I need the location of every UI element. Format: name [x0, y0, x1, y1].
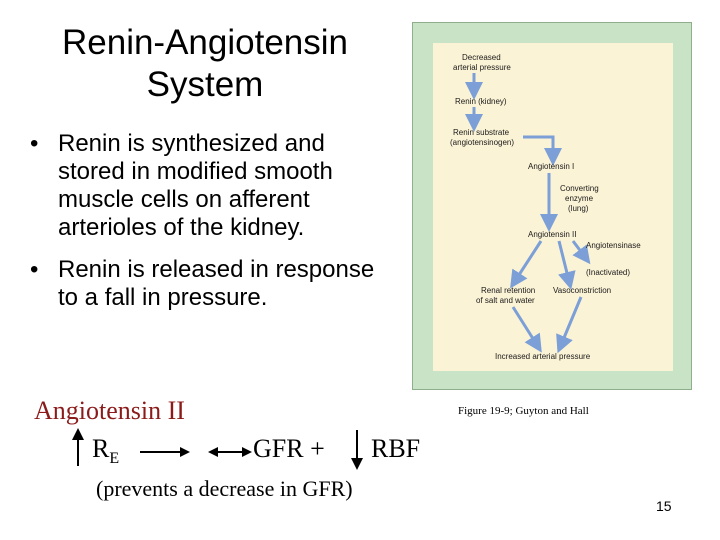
up-arrow-head-icon: [72, 428, 84, 440]
re-term: RE: [92, 434, 119, 468]
re-main: R: [92, 434, 110, 463]
double-arrow-left-head-icon: [208, 447, 218, 457]
gfr-note: (prevents a decrease in GFR): [96, 476, 353, 501]
bullet-text: Renin is synthesized and stored in modif…: [58, 130, 333, 241]
rbf-term: RBF: [371, 434, 421, 463]
node-increased-pressure: Increased arterial pressure: [495, 352, 591, 361]
figure-frame: Decreased arterial pressure Renin (kidne…: [412, 22, 692, 390]
node-converting-line1: Converting: [560, 184, 599, 193]
node-substrate-line1: Renin substrate: [453, 128, 510, 137]
node-converting-line2: enzyme: [565, 194, 594, 203]
flow-arrow-7: [557, 240, 576, 290]
down-arrow-head-icon: [351, 458, 363, 470]
node-inactivated: (Inactivated): [586, 268, 630, 277]
node-decreased-line2: arterial pressure: [453, 63, 511, 72]
flow-diagram: Decreased arterial pressure Renin (kidne…: [450, 53, 641, 361]
node-renal-line1: Renal retention: [481, 286, 535, 295]
node-decreased-line1: Decreased: [462, 53, 501, 62]
node-vasoconstriction: Vasoconstriction: [553, 286, 611, 295]
flow-arrow-8: [511, 306, 542, 353]
flow-arrow-6: [510, 240, 543, 289]
node-angiotensinase: Angiotensinase: [586, 241, 641, 250]
double-arrow-right-head-icon: [242, 447, 252, 457]
node-angiotensin-i: Angiotensin I: [528, 162, 574, 171]
node-substrate-line2: (angiotensinogen): [450, 138, 514, 147]
re-sub: E: [109, 450, 120, 468]
gfr-term: GFR +: [253, 434, 325, 463]
figure-caption: Figure 19-9; Guyton and Hall: [458, 405, 589, 417]
slide-title: Renin-Angiotensin System: [61, 23, 348, 104]
flow-arrow-5: [571, 240, 591, 265]
bullet-item: • Renin is released in response to a fal…: [30, 256, 390, 312]
page-number: 15: [656, 498, 672, 514]
node-renin: Renin (kidney): [455, 97, 507, 106]
bullet-text: Renin is released in response to a fall …: [58, 256, 375, 311]
bullet-dot: •: [30, 256, 39, 283]
bullet-list: • Renin is synthesized and stored in mod…: [30, 130, 390, 326]
bullet-dot: •: [30, 130, 39, 157]
node-angiotensin-ii: Angiotensin II: [528, 230, 576, 239]
right-arrow-head-icon: [180, 447, 190, 457]
node-renal-line2: of salt and water: [476, 296, 535, 305]
bullet-item: • Renin is synthesized and stored in mod…: [30, 130, 390, 242]
angiotensin-ii-heading: Angiotensin II: [34, 396, 185, 425]
flow-arrow-3: [523, 135, 562, 166]
node-converting-line3: (lung): [568, 204, 589, 213]
flow-arrow-9: [556, 296, 583, 354]
